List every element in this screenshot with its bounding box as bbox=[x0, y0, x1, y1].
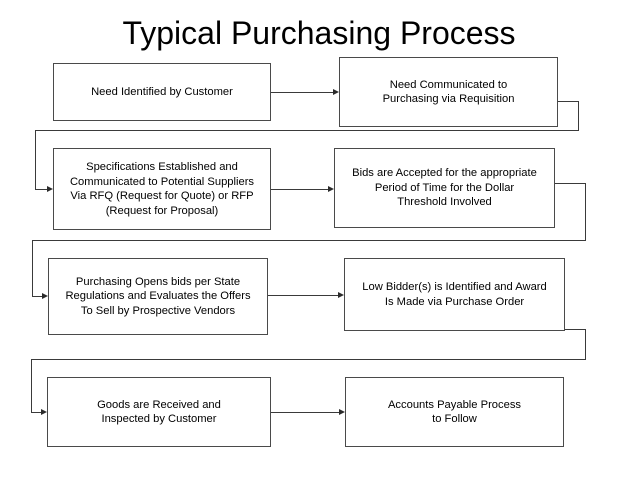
connector-need-communicated-to-specifications-seg2 bbox=[578, 101, 579, 130]
process-box-accounts-payable[interactable]: Accounts Payable Process to Follow bbox=[345, 377, 564, 447]
connector-low-bidder-to-goods-received-seg5 bbox=[31, 412, 41, 413]
connector-low-bidder-to-goods-received-seg3 bbox=[31, 359, 586, 360]
connector-purchasing-opens-to-low-bidder bbox=[268, 295, 338, 296]
connector-specifications-to-bids-accepted bbox=[271, 189, 328, 190]
arrowhead-icon bbox=[333, 88, 339, 95]
process-box-label: Low Bidder(s) is Identified and Award Is… bbox=[362, 281, 547, 308]
arrowhead-icon bbox=[42, 292, 48, 299]
connector-low-bidder-to-goods-received-seg2 bbox=[585, 329, 586, 359]
process-box-label: Bids are Accepted for the appropriate Pe… bbox=[352, 167, 537, 209]
connector-need-communicated-to-specifications-seg4 bbox=[35, 130, 36, 189]
arrowhead-icon bbox=[328, 185, 334, 192]
connector-goods-received-to-accounts-payable bbox=[271, 412, 339, 413]
arrowhead-icon bbox=[339, 408, 345, 415]
process-box-label: Accounts Payable Process to Follow bbox=[387, 398, 522, 426]
process-box-label: Need Communicated to Purchasing via Requ… bbox=[382, 78, 515, 106]
connector-low-bidder-to-goods-received-seg4 bbox=[31, 359, 32, 412]
arrowhead-icon bbox=[47, 185, 53, 192]
connector-bids-accepted-to-purchasing-opens-seg4 bbox=[32, 240, 33, 296]
process-box-need-communicated[interactable]: Need Communicated to Purchasing via Requ… bbox=[339, 57, 558, 127]
connector-bids-accepted-to-purchasing-opens-seg2 bbox=[585, 183, 586, 240]
process-box-label: Need Identified by Customer bbox=[91, 85, 233, 98]
connector-bids-accepted-to-purchasing-opens-seg5 bbox=[32, 296, 42, 297]
process-box-label: Purchasing Opens bids per State Regulati… bbox=[65, 275, 251, 317]
connector-low-bidder-to-goods-received-seg1 bbox=[565, 329, 585, 330]
process-box-label: Goods are Received and Inspected by Cust… bbox=[97, 398, 221, 426]
process-box-goods-received[interactable]: Goods are Received and Inspected by Cust… bbox=[47, 377, 271, 447]
connector-bids-accepted-to-purchasing-opens-seg1 bbox=[555, 183, 585, 184]
connector-bids-accepted-to-purchasing-opens-seg3 bbox=[32, 240, 586, 241]
arrowhead-icon bbox=[41, 408, 47, 415]
connector-need-communicated-to-specifications-seg1 bbox=[558, 101, 578, 102]
process-box-purchasing-opens-bids[interactable]: Purchasing Opens bids per State Regulati… bbox=[48, 258, 268, 335]
process-box-label: Specifications Established and Communica… bbox=[69, 161, 255, 217]
process-box-specifications-established[interactable]: Specifications Established and Communica… bbox=[53, 148, 271, 230]
connector-need-communicated-to-specifications-seg3 bbox=[35, 130, 579, 131]
connector-need-identified-to-need-communicated bbox=[271, 92, 333, 93]
process-box-bids-accepted[interactable]: Bids are Accepted for the appropriate Pe… bbox=[334, 148, 555, 228]
process-box-need-identified[interactable]: Need Identified by Customer bbox=[53, 63, 271, 121]
page-title: Typical Purchasing Process bbox=[122, 15, 516, 51]
connector-need-communicated-to-specifications-seg5 bbox=[35, 189, 47, 190]
arrowhead-icon bbox=[338, 291, 344, 298]
process-box-low-bidder-award[interactable]: Low Bidder(s) is Identified and Award Is… bbox=[344, 258, 565, 331]
